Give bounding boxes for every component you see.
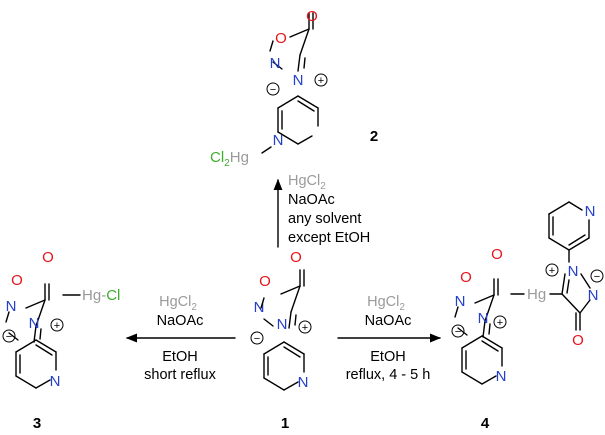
ring-oxygen: O xyxy=(259,273,271,290)
svg-text:HgCl2: HgCl2 xyxy=(288,173,326,192)
svg-text:O: O xyxy=(491,246,503,263)
carbonyl-oxygen: O xyxy=(290,249,302,266)
compound-number-1: 1 xyxy=(281,415,289,432)
svg-text:except EtOH: except EtOH xyxy=(288,230,370,246)
compound-2: O O N N + − N Cl2Hg xyxy=(210,8,328,169)
svg-text:EtOH: EtOH xyxy=(370,349,405,365)
svg-text:−: − xyxy=(6,331,12,343)
svg-text:HgCl2: HgCl2 xyxy=(367,294,405,313)
svg-text:O: O xyxy=(460,269,472,286)
svg-text:−: − xyxy=(254,333,260,345)
svg-text:O: O xyxy=(306,8,318,25)
svg-text:N: N xyxy=(588,287,599,304)
svg-text:any solvent: any solvent xyxy=(288,211,361,227)
svg-text:N: N xyxy=(496,368,507,385)
svg-text:N: N xyxy=(568,263,579,280)
svg-text:O: O xyxy=(11,272,23,289)
svg-text:reflux, 4 - 5 h: reflux, 4 - 5 h xyxy=(346,367,431,383)
conditions-to-4: HgCl2 NaOAc EtOH reflux, 4 - 5 h xyxy=(346,294,431,383)
svg-text:+: + xyxy=(318,75,324,87)
compound-number-4: 4 xyxy=(481,415,490,432)
svg-text:O: O xyxy=(275,30,287,47)
svg-text:NaOAc: NaOAc xyxy=(288,192,335,208)
svg-text:N: N xyxy=(273,132,284,149)
svg-text:N: N xyxy=(6,298,17,315)
svg-text:N: N xyxy=(478,310,489,327)
svg-text:Hg-Cl: Hg-Cl xyxy=(82,287,120,304)
conditions-to-2: HgCl2 NaOAc any solvent except EtOH xyxy=(288,173,370,246)
svg-text:NaOAc: NaOAc xyxy=(365,313,412,329)
compound-number-2: 2 xyxy=(370,128,378,145)
svg-text:+: + xyxy=(497,317,503,329)
compound-3: O O N N + − N Hg-Cl xyxy=(2,249,120,390)
compound-number-3: 3 xyxy=(33,415,41,432)
svg-text:Hg: Hg xyxy=(527,286,546,303)
svg-text:NaOAc: NaOAc xyxy=(157,313,204,329)
svg-text:N: N xyxy=(50,373,61,390)
svg-text:−: − xyxy=(270,84,276,96)
conditions-to-3: HgCl2 NaOAc EtOH short reflux xyxy=(144,294,216,383)
svg-text:+: + xyxy=(549,265,555,277)
svg-text:N: N xyxy=(585,203,596,220)
svg-text:O: O xyxy=(42,249,54,266)
compound-1: O O N N xyxy=(254,249,302,333)
ring-nitrogen-2: N xyxy=(254,299,265,316)
svg-text:N: N xyxy=(455,293,466,310)
svg-text:N: N xyxy=(293,72,304,89)
svg-text:O: O xyxy=(572,332,584,349)
compound-4: O O N N + − N Hg N N O + − xyxy=(451,201,604,385)
pyridine-nitrogen: N xyxy=(298,374,309,391)
svg-text:−: − xyxy=(594,271,600,283)
svg-text:N: N xyxy=(29,315,40,332)
ring-nitrogen-3: N xyxy=(277,316,288,333)
svg-text:+: + xyxy=(302,322,308,334)
svg-text:short reflux: short reflux xyxy=(144,367,216,383)
svg-text:+: + xyxy=(54,320,60,332)
svg-text:Cl2Hg: Cl2Hg xyxy=(210,149,249,169)
svg-text:EtOH: EtOH xyxy=(162,349,197,365)
svg-text:−: − xyxy=(455,326,461,338)
svg-text:N: N xyxy=(270,55,281,72)
svg-text:HgCl2: HgCl2 xyxy=(159,294,197,313)
